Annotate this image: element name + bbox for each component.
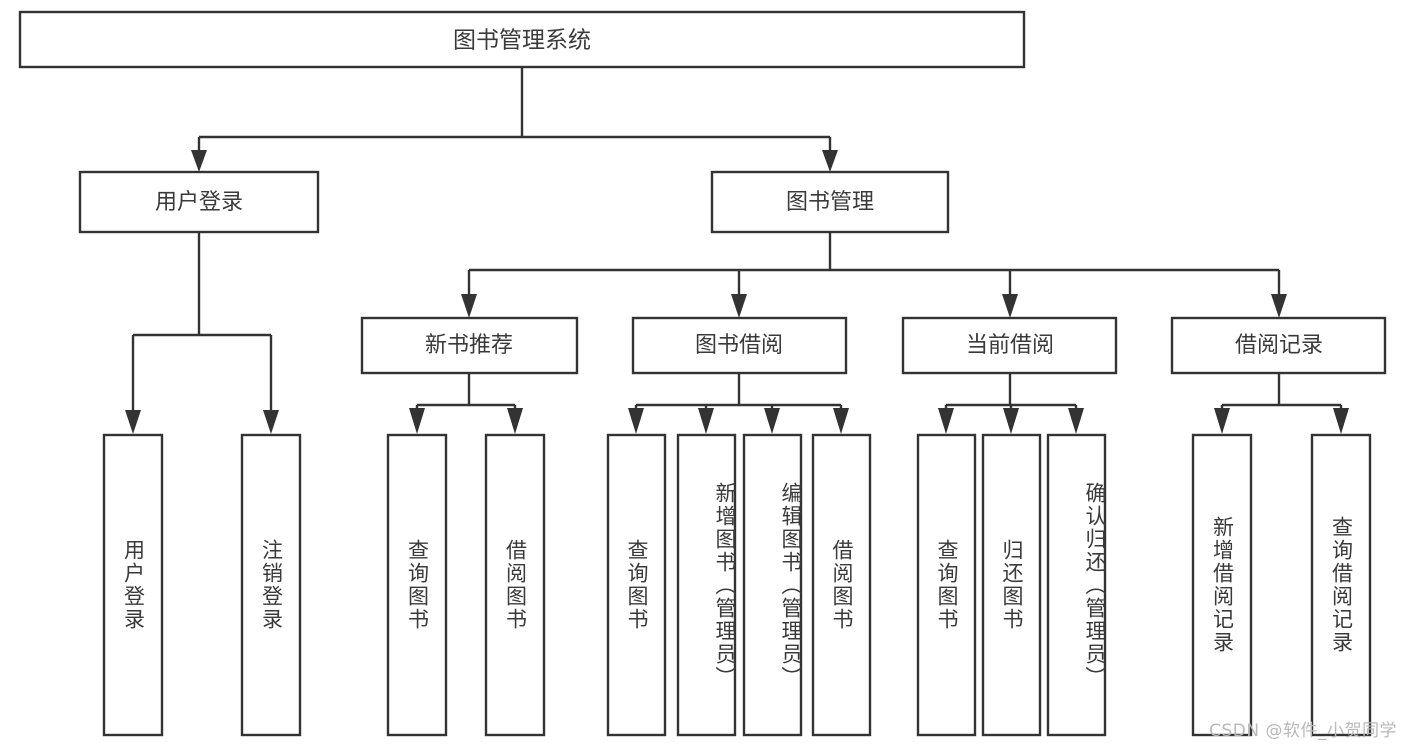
arrow-to-new-book-recommend [461, 294, 477, 318]
arrow-root-to-user-login [191, 150, 207, 172]
leaf-box-current-borrow-2[interactable] [1046, 433, 1107, 737]
leaf-box-current-borrow-1[interactable] [981, 433, 1042, 737]
arrow-userlogin-leaf-2 [263, 410, 279, 434]
node-new-book-recommend-label: 新书推荐 [425, 333, 513, 358]
arrow-newbook-leaf-2 [507, 408, 523, 434]
arrow-newbook-leaf-1 [409, 408, 425, 434]
node-borrow-record-label: 借阅记录 [1235, 333, 1323, 358]
node-user-login-label: 用户登录 [155, 190, 243, 215]
node-root-label: 图书管理系统 [453, 28, 591, 54]
watermark-text: CSDN @软件_小贺同学 [1209, 721, 1397, 741]
node-book-borrow-label: 图书借阅 [695, 333, 783, 358]
arrow-to-book-borrow [731, 294, 747, 318]
leaf-box-user-login-0[interactable] [102, 433, 164, 737]
node-book-borrow[interactable]: 图书借阅 [631, 316, 848, 375]
leaf-box-user-login-1[interactable] [240, 433, 302, 737]
leaf-box-borrow-record-0[interactable] [1191, 433, 1253, 737]
leaf-box-borrow-record-1[interactable] [1310, 433, 1372, 737]
node-user-login[interactable]: 用户登录 [78, 170, 320, 234]
arrow-root-to-book-manage [822, 150, 838, 172]
arrow-currentborrow-leaf-1 [938, 408, 954, 434]
arrow-bookborrow-leaf-4 [833, 408, 849, 434]
leaf-boxes-group [102, 433, 1372, 737]
arrow-currentborrow-leaf-3 [1068, 408, 1084, 434]
node-new-book-recommend[interactable]: 新书推荐 [360, 316, 579, 375]
arrow-to-current-borrow [1002, 294, 1018, 318]
leaf-box-new-book-recommend-1[interactable] [484, 433, 546, 737]
node-new-book-recommend-box[interactable] [360, 316, 579, 375]
node-book-manage[interactable]: 图书管理 [710, 170, 950, 234]
arrow-borrowrecord-leaf-2 [1333, 408, 1349, 434]
node-current-borrow[interactable]: 当前借阅 [901, 316, 1118, 375]
arrow-bookborrow-leaf-2 [698, 408, 714, 434]
node-root[interactable]: 图书管理系统 [18, 10, 1026, 69]
arrow-to-borrow-record [1271, 294, 1287, 318]
node-borrow-record-box[interactable] [1170, 316, 1387, 375]
leaf-box-book-borrow-3[interactable] [811, 433, 872, 737]
leaf-box-book-borrow-1[interactable] [676, 433, 737, 737]
node-book-manage-box[interactable] [710, 170, 950, 234]
node-borrow-record[interactable]: 借阅记录 [1170, 316, 1387, 375]
arrow-userlogin-leaf-1 [125, 410, 141, 434]
leaf-box-new-book-recommend-0[interactable] [386, 433, 448, 737]
node-current-borrow-box[interactable] [901, 316, 1118, 375]
node-book-manage-label: 图书管理 [786, 190, 874, 215]
node-current-borrow-label: 当前借阅 [966, 333, 1054, 358]
leaf-box-current-borrow-0[interactable] [916, 433, 977, 737]
node-book-borrow-box[interactable] [631, 316, 848, 375]
leaf-box-book-borrow-2[interactable] [742, 433, 803, 737]
arrow-bookborrow-leaf-3 [764, 408, 780, 434]
arrow-borrowrecord-leaf-1 [1214, 408, 1230, 434]
node-user-login-box[interactable] [78, 170, 320, 234]
node-root-box[interactable] [18, 10, 1026, 69]
arrow-currentborrow-leaf-2 [1003, 408, 1019, 434]
connectors-group [125, 67, 1349, 434]
leaf-box-book-borrow-0[interactable] [606, 433, 667, 737]
arrow-bookborrow-leaf-1 [628, 408, 644, 434]
